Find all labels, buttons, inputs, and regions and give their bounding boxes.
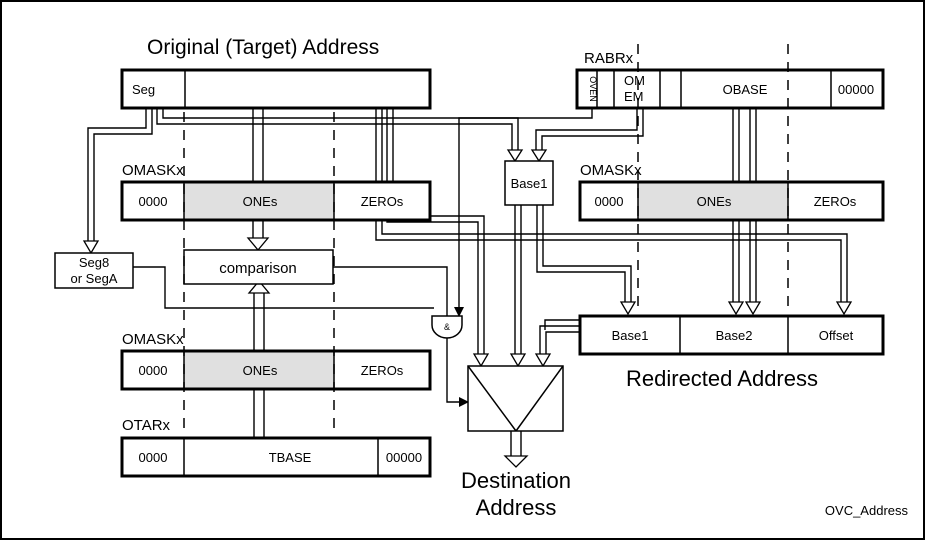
omask-right-register: 0000 ONEs ZEROs bbox=[578, 180, 885, 222]
rabr-title: RABRx bbox=[584, 50, 634, 67]
base1-selector-label: Base1 bbox=[511, 176, 548, 191]
compare-arrow-top bbox=[246, 237, 270, 252]
omem-to-base1-line-inner bbox=[541, 108, 644, 152]
omask-bottom-zeros: ZEROs bbox=[361, 363, 404, 378]
orig-to-mux-line-inner bbox=[392, 108, 485, 356]
base1-to-redirect-line bbox=[536, 205, 626, 304]
seg8-line1: Seg8 bbox=[79, 255, 109, 270]
omask-right-title: OMASKx bbox=[580, 162, 642, 179]
rabr-register: OVEN OM EM OBASE 00000 bbox=[575, 68, 885, 110]
rabr-zeros-field: 00000 bbox=[838, 82, 874, 97]
otar-zeros-right: 00000 bbox=[386, 450, 422, 465]
omask-right-ones: ONEs bbox=[697, 194, 732, 209]
otar-zeros-left: 0000 bbox=[139, 450, 168, 465]
seg-to-base1-line bbox=[156, 108, 513, 152]
obase-field: OBASE bbox=[723, 82, 768, 97]
base1-arrow-left bbox=[506, 149, 524, 163]
redirect-base2-field: Base2 bbox=[716, 328, 753, 343]
destination-line1: Destination bbox=[461, 468, 571, 493]
seg-to-seg8-line bbox=[87, 108, 147, 243]
redirected-address-title: Redirected Address bbox=[626, 366, 818, 391]
omask-top-register: 0000 ONEs ZEROs bbox=[120, 180, 432, 222]
otar-register: 0000 TBASE 00000 bbox=[120, 436, 432, 478]
omask-top-zeros-left: 0000 bbox=[139, 194, 168, 209]
and-to-mux-line bbox=[446, 337, 469, 407]
original-address-title: Original (Target) Address bbox=[147, 36, 379, 59]
omask-right-zeros: ZEROs bbox=[814, 194, 857, 209]
redirected-address-register: Base1 Base2 Offset bbox=[578, 314, 885, 356]
seg-field: Seg bbox=[132, 82, 155, 97]
omask-top-zeros: ZEROs bbox=[361, 194, 404, 209]
omem-to-base1-line bbox=[535, 108, 638, 152]
mux-arrow-a bbox=[472, 353, 490, 368]
seg-to-seg8-line-inner bbox=[93, 108, 153, 243]
mux-arrow-b bbox=[509, 353, 527, 368]
base2-arrow-b bbox=[744, 301, 762, 316]
omem-field-line2: EM bbox=[624, 89, 644, 104]
and-gate-label: & bbox=[444, 322, 450, 332]
figure-id: OVC_Address bbox=[825, 503, 909, 518]
omask-bottom-title: OMASKx bbox=[122, 331, 184, 348]
multiplexer bbox=[467, 365, 564, 432]
base1-arrow-right bbox=[530, 149, 548, 163]
base1-selector-box bbox=[504, 160, 554, 206]
dest-arrow bbox=[503, 455, 529, 468]
omask-bottom-ones: ONEs bbox=[243, 363, 278, 378]
seg8-to-and-line bbox=[133, 266, 434, 309]
otar-title: OTARx bbox=[122, 417, 171, 434]
compare-arrow-bottom bbox=[247, 279, 271, 294]
base2-arrow-a bbox=[727, 301, 745, 316]
comparison-label: comparison bbox=[219, 260, 297, 277]
omask-top-ones: ONEs bbox=[243, 194, 278, 209]
seg8-box bbox=[54, 252, 134, 289]
omask-top-title: OMASKx bbox=[122, 162, 184, 179]
mux-arrow-c bbox=[534, 353, 552, 368]
orig-to-offset-line bbox=[375, 108, 842, 304]
comparison-box bbox=[183, 249, 334, 285]
redirect-offset-field: Offset bbox=[819, 328, 854, 343]
base1-to-redirect-line-inner bbox=[542, 205, 632, 304]
seg8-arrowhead bbox=[82, 240, 100, 255]
offset-arrow bbox=[835, 301, 853, 316]
omem-field-line1: OM bbox=[624, 73, 645, 88]
omask-bottom-register: 0000 ONEs ZEROs bbox=[120, 349, 432, 391]
oven-field: OVEN bbox=[588, 76, 598, 102]
orig-to-mux-line bbox=[386, 108, 479, 356]
and-gate bbox=[431, 315, 463, 339]
alignment-dashes bbox=[183, 44, 789, 436]
redirect-base1-field: Base1 bbox=[612, 328, 649, 343]
orig-to-offset-line-inner bbox=[381, 108, 848, 304]
redirect-base1-arrow bbox=[619, 301, 637, 316]
omask-right-zeros-left: 0000 bbox=[595, 194, 624, 209]
redirect-to-mux-line-2 bbox=[544, 319, 592, 330]
destination-line2: Address bbox=[476, 495, 557, 520]
seg-to-base1-line-inner bbox=[162, 108, 519, 152]
otar-tbase: TBASE bbox=[269, 450, 312, 465]
omask-bottom-zeros-left: 0000 bbox=[139, 363, 168, 378]
oven-to-and-line bbox=[458, 108, 593, 313]
compare-to-and-line bbox=[333, 266, 448, 316]
seg8-line2: or SegA bbox=[71, 271, 118, 286]
original-address-register: Seg bbox=[120, 68, 432, 110]
